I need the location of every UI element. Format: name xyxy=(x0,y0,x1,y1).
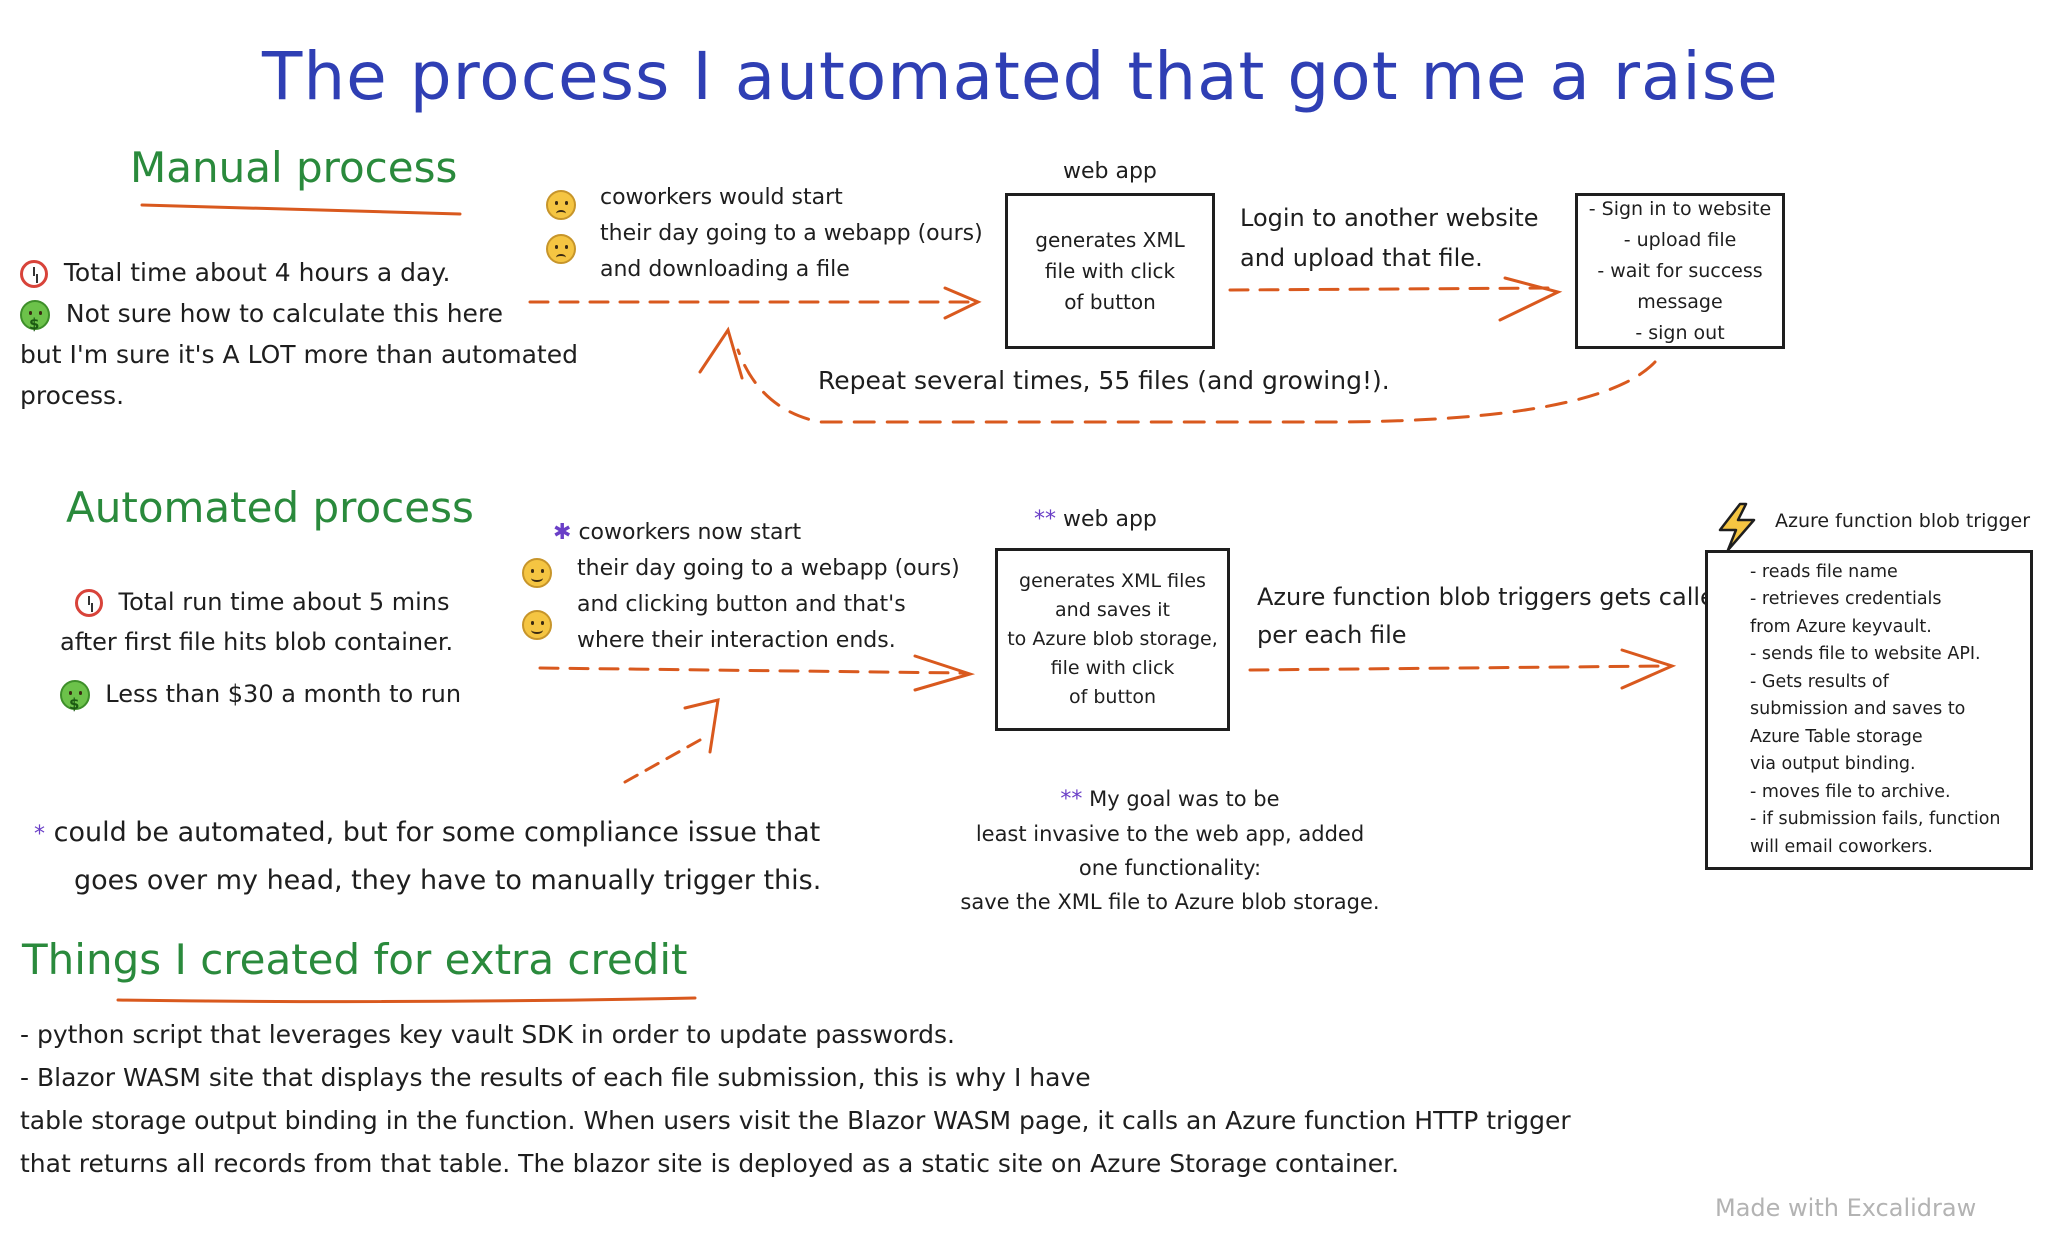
manual-note-2: Not sure how to calculate this here xyxy=(20,293,578,345)
crying-face-icon xyxy=(546,234,576,264)
manual-note-4: process. xyxy=(20,381,125,410)
sad-face-icon xyxy=(546,190,576,220)
arrowhead-auto-webapp xyxy=(913,654,976,692)
arrowhead-steps xyxy=(1498,276,1563,322)
automated-trigger-text: Azure function blob triggers gets called… xyxy=(1257,583,1731,649)
manual-notes: Total time about 4 hours a day. Not sure… xyxy=(20,252,578,416)
extra-line-1: - python script that leverages key vault… xyxy=(20,1020,955,1049)
manual-webapp-box: generates XML file with click of button xyxy=(1005,193,1215,349)
lightning-bolt-icon xyxy=(1718,502,1756,552)
star-mark-icon-footnote: * xyxy=(34,822,45,847)
automated-coworkers-emojis xyxy=(522,558,552,640)
extra-line-2: - Blazor WASM site that displays the res… xyxy=(20,1063,1091,1092)
alarm-clock-icon xyxy=(20,260,48,288)
manual-webapp-label: web app xyxy=(1063,159,1157,184)
arrowhead-manual-trigger xyxy=(683,698,720,754)
arrow-webapp-to-steps xyxy=(1228,286,1552,292)
automated-webapp-label: ** web app xyxy=(1034,507,1157,532)
extra-lines: - python script that leverages key vault… xyxy=(20,1013,1571,1185)
function-box: - reads file name - retrieves credential… xyxy=(1705,550,2033,870)
automated-webapp-box: generates XML files and saves it to Azur… xyxy=(995,548,1230,731)
money-face-icon xyxy=(60,680,90,724)
smiling-face-icon-2 xyxy=(522,610,552,640)
double-star-mark-icon-goal: ** xyxy=(1060,787,1083,812)
arrow-manual-trigger xyxy=(623,738,702,784)
manual-heading: Manual process xyxy=(130,143,458,192)
extra-line-4: that returns all records from that table… xyxy=(20,1149,1400,1178)
automated-footnote: * could be automated, but for some compl… xyxy=(34,817,822,896)
extra-heading: Things I created for extra credit xyxy=(22,935,688,984)
automated-heading: Automated process xyxy=(66,483,474,532)
manual-login-text: Login to another website and upload that… xyxy=(1240,204,1539,272)
manual-coworkers-emojis xyxy=(546,190,576,264)
automated-goal: ** My goal was to be least invasive to t… xyxy=(960,787,1380,914)
page-title: The process I automated that got me a ra… xyxy=(262,38,1779,115)
manual-steps-box: - Sign in to website - upload file - wai… xyxy=(1575,193,1785,349)
arrowhead-function xyxy=(1620,648,1677,690)
automated-note-1: Total run time about 5 mins xyxy=(60,582,461,622)
extra-heading-underline xyxy=(116,996,697,1004)
smiling-face-icon xyxy=(522,558,552,588)
arrow-webapp-to-function xyxy=(1248,664,1670,672)
double-star-mark-icon: ** xyxy=(1034,507,1056,532)
arrow-auto-coworkers-to-webapp xyxy=(538,666,967,675)
automated-notes: Total run time about 5 mins after first … xyxy=(60,582,461,724)
automated-note-3: Less than $30 a month to run xyxy=(60,674,461,724)
automated-coworkers-text: ✱ coworkers now start their day going to… xyxy=(553,520,960,653)
star-mark-icon: ✱ xyxy=(553,520,572,545)
function-label: Azure function blob trigger xyxy=(1775,510,2031,532)
manual-repeat-text: Repeat several times, 55 files (and grow… xyxy=(818,366,1390,395)
arrowhead-repeat xyxy=(698,326,744,380)
automated-note-2: after first file hits blob container. xyxy=(60,628,454,656)
money-face-icon xyxy=(20,300,50,345)
manual-note-1: Total time about 4 hours a day. xyxy=(20,252,578,293)
extra-line-3: table storage output binding in the func… xyxy=(20,1106,1571,1135)
arrowhead-webapp xyxy=(943,286,982,320)
manual-coworkers-text: coworkers would start their day going to… xyxy=(600,185,983,282)
manual-note-3: but I'm sure it's A LOT more than automa… xyxy=(20,340,578,369)
watermark: Made with Excalidraw xyxy=(1715,1194,1977,1222)
alarm-clock-icon xyxy=(75,589,104,617)
manual-heading-underline xyxy=(140,203,462,216)
arrow-repeat-loop xyxy=(736,348,1657,424)
